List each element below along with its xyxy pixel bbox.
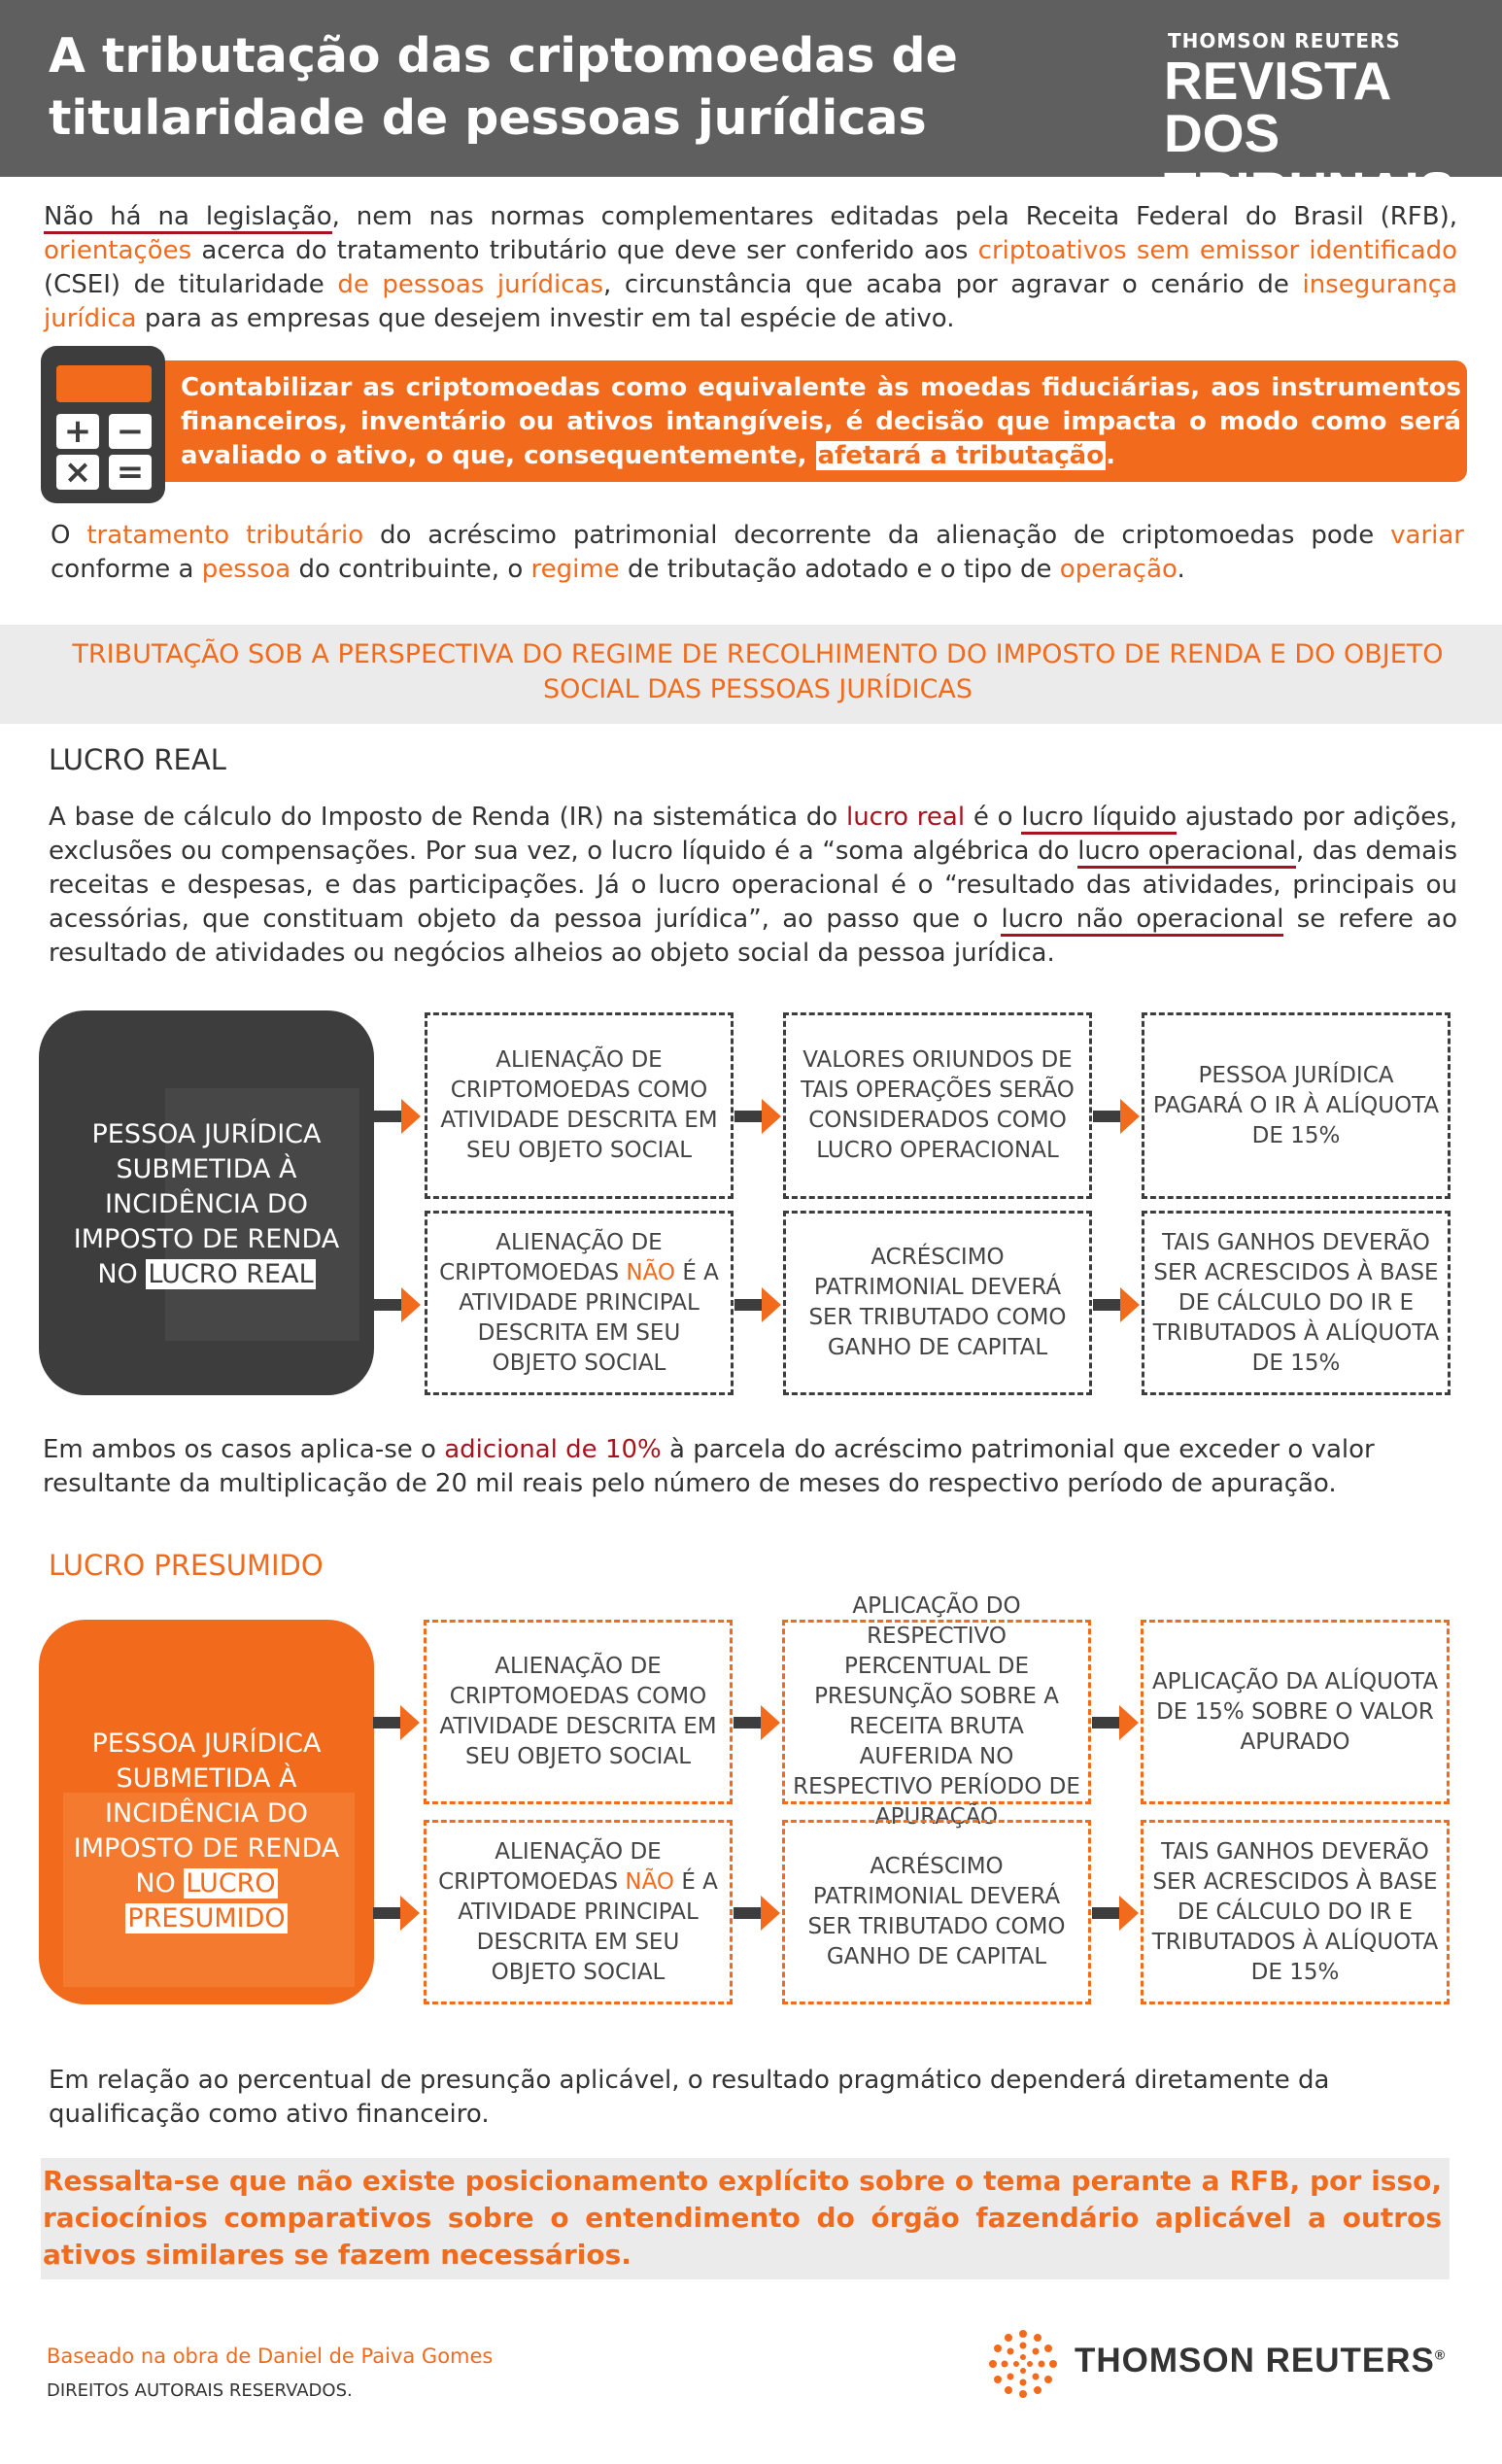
- lucro-presumido-heading: LUCRO PRESUMIDO: [49, 1549, 324, 1582]
- conclusion-box: [41, 2158, 1450, 2279]
- lp-step-2c: TAIS GANHOS DEVERÃO SER ACRESCIDOS À BAS…: [1141, 1820, 1450, 2004]
- lp-step-2a: ALIENAÇÃO DE CRIPTOMOEDAS NÃO É A ATIVID…: [424, 1820, 733, 2004]
- footer-copyright: DIREITOS AUTORAIS RESERVADOS.: [47, 2380, 353, 2401]
- minus-key-icon: −: [109, 414, 152, 449]
- lucro-real-main-box: PESSOA JURÍDICA SUBMETIDA À INCIDÊNCIA D…: [39, 1010, 374, 1395]
- section-title: TRIBUTAÇÃO SOB A PERSPECTIVA DO REGIME D…: [72, 639, 1444, 704]
- arrow-right-icon: [373, 1896, 420, 1931]
- arrow-right-icon: [1092, 1896, 1139, 1931]
- lucro-presumido-main-box: PESSOA JURÍDICA SUBMETIDA À INCIDÊNCIA D…: [39, 1620, 374, 2004]
- lucro-presumido-main-text: PESSOA JURÍDICA SUBMETIDA À INCIDÊNCIA D…: [73, 1728, 340, 1934]
- brand-small-label: THOMSON REUTERS: [1168, 29, 1401, 52]
- arrow-right-icon: [734, 1287, 781, 1322]
- section-band: [0, 625, 1502, 724]
- lp-step-1a: ALIENAÇÃO DE CRIPTOMOEDAS COMO ATIVIDADE…: [424, 1620, 733, 1804]
- thomson-reuters-logo-icon: [989, 2330, 1057, 2398]
- arrow-right-icon: [1092, 1705, 1139, 1740]
- lr-step-1a: ALIENAÇÃO DE CRIPTOMOEDAS COMO ATIVIDADE…: [425, 1012, 734, 1199]
- brand-logo-text: REVISTA DOS TRIBUNAIS™: [1164, 51, 1469, 222]
- arrow-right-icon: [1093, 1287, 1140, 1322]
- footer-logo-text: THOMSON REUTERS®: [1075, 2342, 1447, 2379]
- lr-step-2c: TAIS GANHOS DEVERÃO SER ACRESCIDOS À BAS…: [1142, 1211, 1451, 1395]
- lucro-real-main-text: PESSOA JURÍDICA SUBMETIDA À INCIDÊNCIA D…: [73, 1119, 340, 1289]
- callout-text: Contabilizar as criptomoedas como equiva…: [181, 373, 1461, 470]
- arrow-right-icon: [734, 1099, 781, 1134]
- times-key-icon: ×: [56, 455, 99, 490]
- lr-step-2b: ACRÉSCIMO PATRIMONIAL DEVERÁ SER TRIBUTA…: [783, 1211, 1092, 1395]
- lp-step-2b: ACRÉSCIMO PATRIMONIAL DEVERÁ SER TRIBUTA…: [782, 1820, 1091, 2004]
- lucro-real-heading: LUCRO REAL: [49, 743, 226, 776]
- arrow-right-icon: [1093, 1099, 1140, 1134]
- footer-credit: Baseado na obra de Daniel de Paiva Gomes: [47, 2344, 494, 2368]
- arrow-right-icon: [374, 1287, 421, 1322]
- arrow-right-icon: [374, 1099, 421, 1134]
- note-presuncao: Em relação ao percentual de presunção ap…: [49, 2066, 1330, 2129]
- lr-step-1b: VALORES ORIUNDOS DE TAIS OPERAÇÕES SERÃO…: [783, 1012, 1092, 1199]
- regime-paragraph: O tratamento tributário do acréscimo pat…: [51, 521, 1464, 584]
- lr-step-1c: PESSOA JURÍDICA PAGARÁ O IR À ALÍQUOTA D…: [1142, 1012, 1451, 1199]
- conclusion-text: Ressalta-se que não existe posicionament…: [43, 2165, 1442, 2271]
- intro-paragraph: Não há na legislação, nem nas normas com…: [44, 202, 1458, 333]
- arrow-right-icon: [734, 1705, 780, 1740]
- plus-key-icon: +: [56, 414, 99, 449]
- header-bar: [0, 0, 1502, 177]
- page-title: A tributação das criptomoedas de titular…: [49, 28, 958, 146]
- arrow-right-icon: [373, 1705, 420, 1740]
- building-icon: [165, 1088, 359, 1341]
- arrow-right-icon: [734, 1896, 780, 1931]
- lucro-real-paragraph: A base de cálculo do Imposto de Renda (I…: [49, 803, 1458, 968]
- calculator-screen-icon: [56, 365, 152, 402]
- lp-step-1b: APLICAÇÃO DO RESPECTIVO PERCENTUAL DE PR…: [782, 1593, 1091, 1830]
- note-adicional: Em ambos os casos aplica-se o adicional …: [43, 1435, 1375, 1498]
- equals-key-icon: =: [109, 455, 152, 490]
- lp-step-1c: APLICAÇÃO DA ALÍQUOTA DE 15% SOBRE O VAL…: [1141, 1620, 1450, 1804]
- lr-step-2a: ALIENAÇÃO DE CRIPTOMOEDAS NÃO É A ATIVID…: [425, 1211, 734, 1395]
